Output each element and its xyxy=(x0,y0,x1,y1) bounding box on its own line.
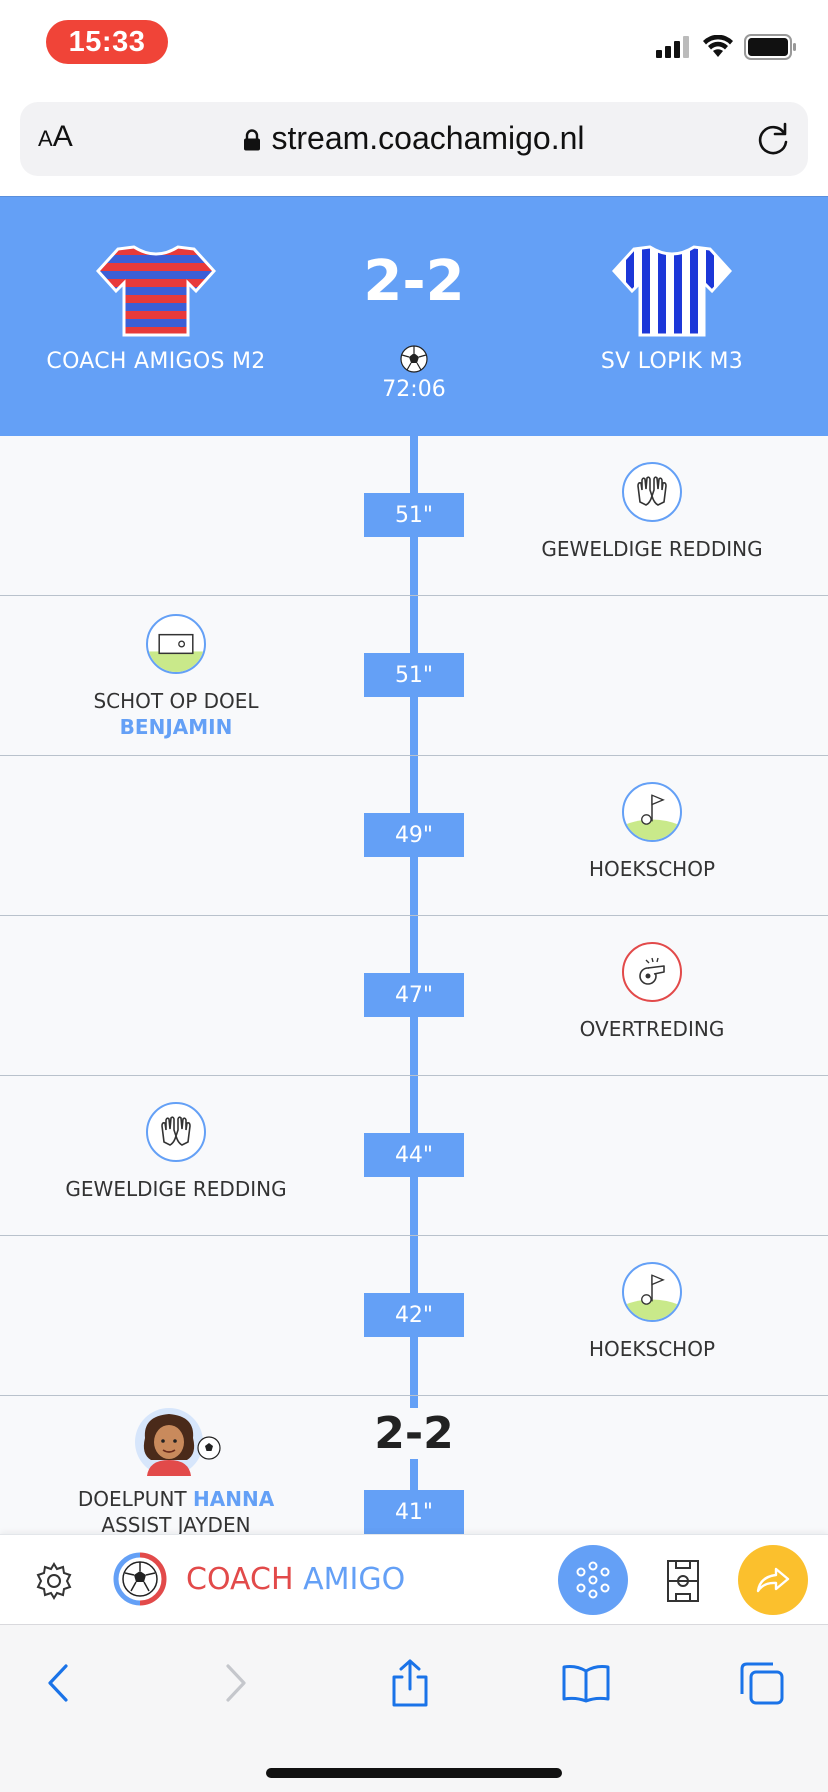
event-label: GEWELDIGE REDDING xyxy=(65,1177,287,1201)
event-label: SCHOT OP DOEL xyxy=(93,689,259,713)
match-score: 2-2 xyxy=(363,249,465,314)
away-jersey-icon xyxy=(611,245,733,337)
away-team-name: SV LOPIK M3 xyxy=(600,349,744,374)
timeline-row-goal: 2-2 41" DOELPUNT HANNA ASSIST JAYDEN xyxy=(0,1396,828,1534)
goal-scorer: HANNA xyxy=(193,1487,275,1511)
back-button[interactable] xyxy=(28,1653,88,1713)
timeline-event[interactable]: HOEKSCHOP xyxy=(492,1262,812,1362)
share-button[interactable] xyxy=(738,1545,808,1615)
chevron-left-icon xyxy=(48,1664,68,1702)
browser-toolbar xyxy=(0,1624,828,1792)
whistle-icon xyxy=(622,942,682,1002)
away-team: SV LOPIK M3 xyxy=(542,241,802,374)
event-label: DOELPUNT HANNA xyxy=(16,1486,336,1512)
wifi-icon xyxy=(703,35,733,57)
event-minute: 51" xyxy=(364,493,464,537)
chevron-right-icon xyxy=(226,1664,246,1702)
corner-flag-icon xyxy=(622,1262,682,1322)
timeline-event[interactable]: GEWELDIGE REDDING xyxy=(492,462,812,562)
timeline-event[interactable]: HOEKSCHOP xyxy=(492,782,812,882)
coach-amigo-logo-icon xyxy=(113,1552,167,1606)
timeline-row: 42" HOEKSCHOP xyxy=(0,1236,828,1396)
goal-score: 2-2 xyxy=(364,1408,464,1459)
lock-icon xyxy=(244,129,261,151)
reload-icon[interactable] xyxy=(754,120,792,158)
open-book-icon xyxy=(562,1665,610,1703)
home-team-name: COACH AMIGOS M2 xyxy=(46,349,266,374)
brand-word-amigo: AMIGO xyxy=(303,1561,406,1597)
signal-icon xyxy=(656,36,689,58)
event-timeline[interactable]: 51" GEWELDIGE REDDING 51" SCHOT OP DOEL … xyxy=(0,436,828,1534)
reader-settings-button[interactable]: AA xyxy=(38,120,73,153)
event-minute: 47" xyxy=(364,973,464,1017)
timeline-event-goal[interactable]: DOELPUNT HANNA ASSIST JAYDEN xyxy=(16,1408,336,1534)
assist-label: ASSIST JAYDEN xyxy=(101,1513,251,1534)
share-arrow-icon xyxy=(756,1567,790,1593)
home-jersey-icon xyxy=(95,245,217,337)
home-team: COACH AMIGOS M2 xyxy=(26,241,286,374)
status-bar: 15:33 xyxy=(0,0,828,96)
match-clock: 72:06 xyxy=(382,377,446,402)
goalkeeper-gloves-icon xyxy=(622,462,682,522)
forward-button[interactable] xyxy=(206,1653,266,1713)
timeline-row: 51" GEWELDIGE REDDING xyxy=(0,436,828,596)
goalkeeper-gloves-icon xyxy=(146,1102,206,1162)
lineup-button[interactable] xyxy=(558,1545,628,1615)
event-minute: 51" xyxy=(364,653,464,697)
goal-label: DOELPUNT xyxy=(77,1487,187,1511)
settings-gear-icon[interactable] xyxy=(34,1561,74,1601)
event-minute: 44" xyxy=(364,1133,464,1177)
url-field[interactable]: stream.coachamigo.nl xyxy=(20,120,808,157)
url-text: stream.coachamigo.nl xyxy=(271,120,585,156)
event-minute: 41" xyxy=(364,1490,464,1534)
event-label: OVERTREDING xyxy=(579,1017,725,1041)
event-label: HOEKSCHOP xyxy=(588,857,716,881)
status-icons xyxy=(656,34,798,60)
timeline-row: 49" HOEKSCHOP xyxy=(0,756,828,916)
tactics-icon xyxy=(576,1561,610,1599)
share-icon xyxy=(392,1659,428,1707)
brand-word-coach: COACH xyxy=(186,1561,294,1597)
timeline-event[interactable]: GEWELDIGE REDDING xyxy=(16,1102,336,1202)
address-bar[interactable]: AA stream.coachamigo.nl xyxy=(20,102,808,176)
scorer-avatar xyxy=(131,1408,221,1476)
timeline-event[interactable]: OVERTREDING xyxy=(492,942,812,1042)
event-label: GEWELDIGE REDDING xyxy=(541,537,763,561)
timeline-row: 51" SCHOT OP DOEL BENJAMIN xyxy=(0,596,828,756)
score-header: COACH AMIGOS M2 2-2 72:06 SV LOPIK M3 xyxy=(0,196,828,436)
avatar xyxy=(135,1408,221,1476)
timeline-row: 44" GEWELDIGE REDDING xyxy=(0,1076,828,1236)
event-minute: 49" xyxy=(364,813,464,857)
event-minute: 42" xyxy=(364,1293,464,1337)
tabs-button[interactable] xyxy=(732,1653,792,1713)
timeline-row: 47" OVERTREDING xyxy=(0,916,828,1076)
status-time: 15:33 xyxy=(46,20,168,64)
brand-logo[interactable]: COACH AMIGO xyxy=(112,1551,405,1607)
tabs-icon xyxy=(740,1662,784,1705)
shot-on-goal-icon xyxy=(146,614,206,674)
field-icon[interactable] xyxy=(666,1559,700,1603)
bookmarks-button[interactable] xyxy=(556,1653,616,1713)
ball-icon xyxy=(400,345,428,373)
home-indicator xyxy=(266,1768,562,1778)
app-bottom-bar: COACH AMIGO xyxy=(0,1534,828,1624)
corner-flag-icon xyxy=(622,782,682,842)
event-label: HOEKSCHOP xyxy=(588,1337,716,1361)
event-player: BENJAMIN xyxy=(119,715,233,739)
share-page-button[interactable] xyxy=(380,1653,440,1713)
battery-icon xyxy=(744,34,796,60)
timeline-event[interactable]: SCHOT OP DOEL BENJAMIN xyxy=(16,614,336,740)
